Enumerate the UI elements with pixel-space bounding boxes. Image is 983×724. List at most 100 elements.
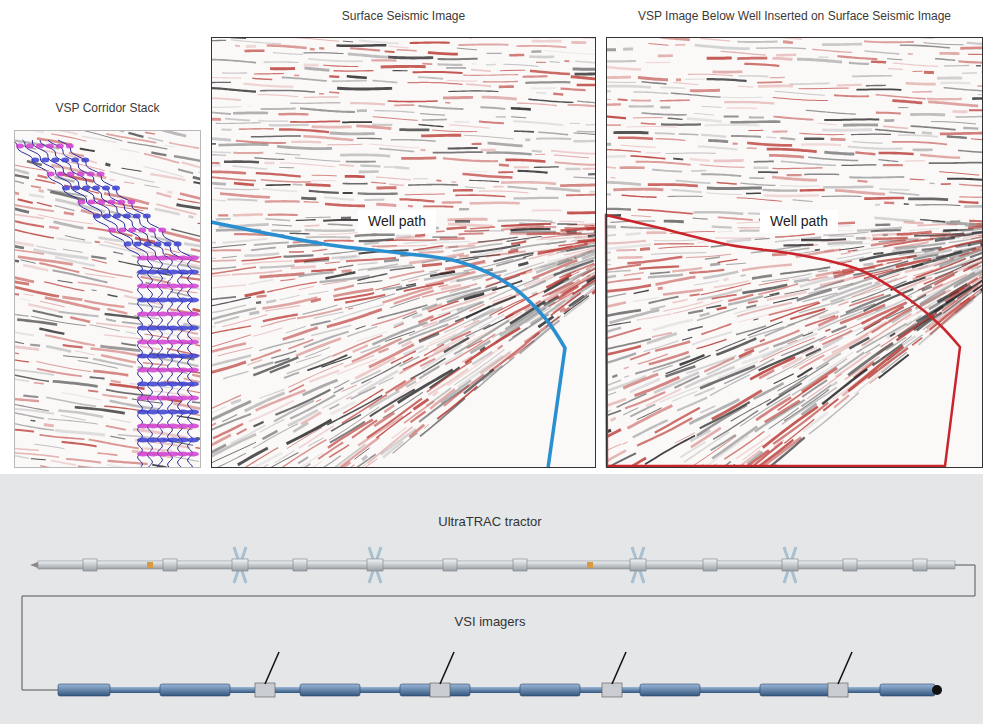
- reflector: [712, 295, 737, 299]
- reflector: [234, 183, 254, 185]
- reflector: [690, 159, 710, 161]
- reflector: [969, 109, 983, 111]
- reflector: [566, 194, 596, 197]
- reflector: [120, 149, 140, 153]
- reflector: [92, 260, 107, 264]
- reflector: [841, 164, 876, 166]
- reflector: [222, 315, 267, 327]
- reflector: [482, 365, 502, 380]
- reflector: [898, 107, 908, 108]
- reflector: [14, 339, 24, 343]
- reflector: [655, 408, 700, 433]
- reflector: [618, 98, 628, 101]
- reflector: [621, 145, 656, 147]
- reflector: [332, 80, 367, 83]
- reflector: [472, 63, 477, 64]
- reflector: [700, 38, 730, 41]
- wiggle-lobe: [16, 144, 24, 149]
- reflector: [871, 230, 901, 231]
- reflector: [518, 171, 548, 173]
- wiggle-lobe: [117, 200, 125, 205]
- reflector: [959, 184, 983, 186]
- reflector: [587, 247, 596, 276]
- reflector: [804, 137, 824, 140]
- reflector: [981, 190, 983, 194]
- reflector: [445, 102, 450, 104]
- reflector: [772, 177, 817, 180]
- reflector: [219, 143, 269, 146]
- reflector: [790, 83, 830, 85]
- reflector: [340, 155, 390, 156]
- reflector: [299, 286, 314, 289]
- reflector: [509, 314, 549, 341]
- reflector: [91, 256, 106, 258]
- reflector: [252, 78, 272, 79]
- reflector: [689, 270, 724, 273]
- reflector: [962, 72, 977, 73]
- reflector: [254, 422, 264, 427]
- reflector: [379, 377, 394, 384]
- reflector: [927, 98, 962, 101]
- reflector: [294, 258, 329, 261]
- reflector: [663, 302, 703, 311]
- reflector: [46, 397, 96, 406]
- reflector: [889, 192, 919, 195]
- reflector: [677, 398, 707, 411]
- reflector: [937, 77, 962, 80]
- reflector: [717, 182, 737, 184]
- reflector: [371, 59, 396, 61]
- reflector: [14, 206, 29, 212]
- reflector: [860, 267, 875, 270]
- reflector: [277, 146, 332, 148]
- reflector: [664, 220, 684, 224]
- reflector: [661, 123, 701, 126]
- wiggle-lobe: [133, 214, 141, 219]
- reflector: [781, 161, 836, 165]
- reflector: [180, 277, 201, 280]
- reflector: [468, 171, 488, 172]
- reflector: [501, 182, 556, 184]
- reflector: [44, 282, 84, 291]
- reflector: [861, 314, 911, 346]
- reflector: [746, 193, 761, 195]
- reflector: [606, 279, 641, 285]
- reflector: [447, 227, 467, 228]
- reflector: [724, 116, 739, 118]
- reflector: [964, 205, 983, 208]
- reflector: [448, 218, 488, 222]
- reflector: [312, 175, 337, 177]
- reflector: [501, 345, 526, 364]
- reflector: [474, 357, 514, 391]
- reflector: [265, 219, 290, 221]
- reflector: [299, 272, 334, 276]
- reflector: [431, 242, 471, 244]
- reflector: [516, 46, 566, 47]
- wiggle-lobe: [123, 214, 131, 219]
- reflector: [536, 137, 571, 140]
- reflector: [145, 283, 150, 284]
- reflector: [654, 243, 694, 245]
- reflector: [262, 431, 277, 439]
- reflector: [968, 236, 983, 245]
- reflector: [742, 265, 792, 271]
- reflector: [496, 116, 506, 117]
- reflector: [343, 41, 353, 43]
- reflector: [756, 47, 806, 49]
- reflector: [127, 142, 167, 149]
- reflector: [323, 65, 358, 66]
- seismic-image: [211, 37, 596, 468]
- reflector: [482, 97, 517, 99]
- reflector: [57, 238, 92, 243]
- reflector: [14, 358, 29, 362]
- reflector: [78, 361, 118, 369]
- reflector: [908, 197, 948, 201]
- reflector: [84, 301, 124, 307]
- reflector: [606, 225, 616, 229]
- reflector: [165, 249, 180, 253]
- reflector: [876, 95, 926, 99]
- reflector: [214, 317, 239, 324]
- reflector: [385, 50, 395, 53]
- reflector: [776, 54, 796, 57]
- reflector: [622, 195, 657, 197]
- reflector: [211, 414, 251, 435]
